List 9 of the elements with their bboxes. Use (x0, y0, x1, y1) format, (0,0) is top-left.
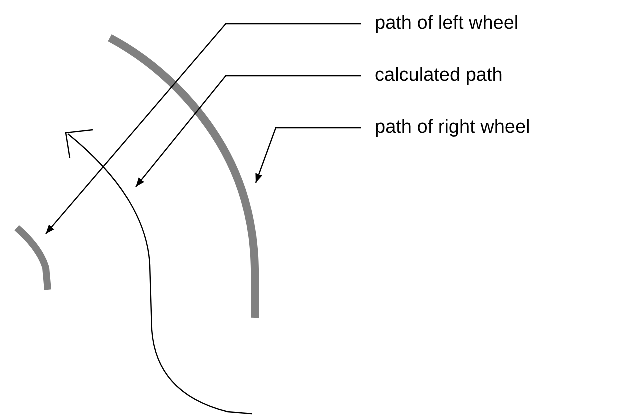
calculated-path-curve (65, 129, 252, 415)
right-wheel-path-arc (108, 34, 260, 318)
left-wheel-path-arc (14, 225, 52, 290)
leader-line (136, 75, 361, 188)
part-label: path of left wheel (361, 13, 519, 35)
leader-line (46, 23, 361, 234)
part-label: path of right wheel (361, 117, 530, 139)
leader-line (255, 127, 361, 184)
part-label: calculated path (361, 65, 503, 87)
